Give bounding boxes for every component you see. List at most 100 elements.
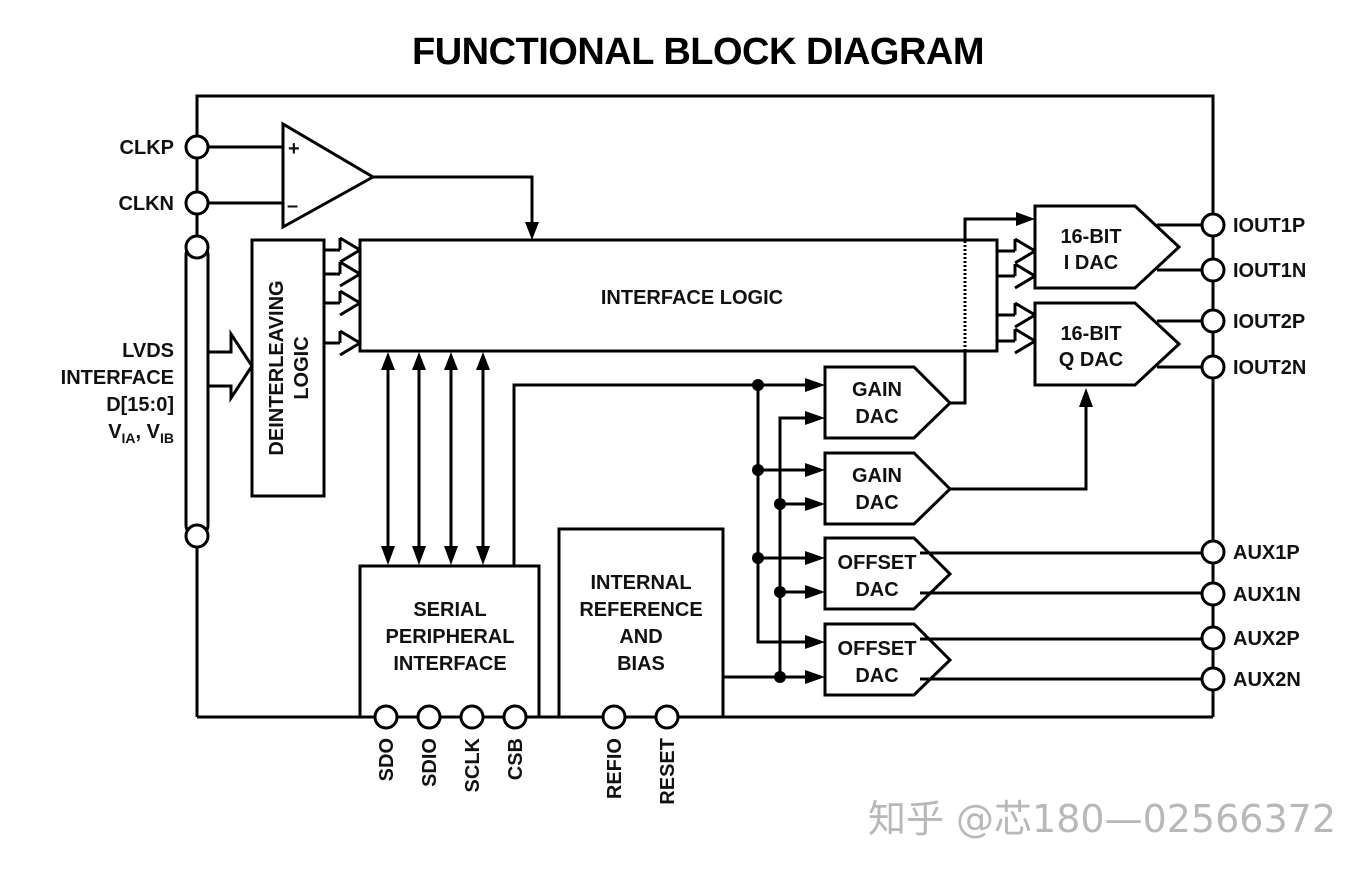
svg-text:INTERNAL: INTERNAL bbox=[590, 572, 691, 594]
pin-label: AUX2N bbox=[1233, 669, 1301, 691]
pin-label: IOUT2P bbox=[1233, 311, 1305, 333]
serial-peripheral-interface-block: SERIAL PERIPHERAL INTERFACE bbox=[358, 564, 541, 719]
pin-iout1n: IOUT1N bbox=[1200, 257, 1306, 283]
spi-bidir-arrow-4 bbox=[476, 352, 490, 565]
svg-text:AND: AND bbox=[619, 626, 662, 648]
pin-label: IOUT1P bbox=[1233, 215, 1305, 237]
svg-text:DAC: DAC bbox=[855, 665, 898, 687]
bus-arrow-right-4 bbox=[997, 327, 1038, 355]
svg-text:INTERFACE LOGIC: INTERFACE LOGIC bbox=[601, 287, 783, 309]
spi-bidir-arrow-3 bbox=[444, 352, 458, 565]
interface-to-dac-arrows bbox=[997, 237, 1038, 355]
gain-dac-1-block: GAIN DAC bbox=[823, 365, 953, 440]
pin-csb: CSB bbox=[502, 704, 528, 780]
offset-dac-output-lines bbox=[920, 551, 1202, 681]
control-arrowheads bbox=[805, 378, 825, 684]
svg-text:GAIN: GAIN bbox=[852, 379, 902, 401]
pin-sdio: SDIO bbox=[416, 704, 442, 787]
bus-arrow-left-3 bbox=[324, 289, 363, 317]
pin-label-clkn: CLKN bbox=[118, 193, 174, 215]
svg-text:REFERENCE: REFERENCE bbox=[579, 599, 702, 621]
bus-arrow-right-2 bbox=[997, 262, 1038, 290]
pin-iout2p: IOUT2P bbox=[1200, 308, 1305, 334]
pin-label: IOUT1N bbox=[1233, 260, 1306, 282]
spi-interface-bidirectional-arrows bbox=[381, 352, 490, 565]
pin-label: CSB bbox=[505, 738, 527, 780]
control-arrowhead bbox=[805, 551, 825, 565]
pin-iout2n: IOUT2N bbox=[1200, 354, 1306, 380]
i-dac-block: 16-BIT I DAC bbox=[1033, 204, 1182, 290]
lvds-bus bbox=[184, 234, 254, 549]
pin-label: RESET bbox=[657, 738, 679, 805]
bus-arrow-left-4 bbox=[324, 329, 363, 357]
pin-iout1p: IOUT1P bbox=[1200, 212, 1305, 238]
spi-bidir-arrow-1 bbox=[381, 352, 395, 565]
svg-text:DAC: DAC bbox=[855, 492, 898, 514]
right-pins: IOUT1P IOUT1N IOUT2P IOUT2N AUX1P AUX1N AUX2P A… bbox=[1200, 212, 1306, 692]
pin-label: SDIO bbox=[419, 738, 441, 787]
svg-text:OFFSET: OFFSET bbox=[838, 552, 917, 574]
lvds-label: LVDS INTERFACE D[15:0] VIA, VIB bbox=[61, 340, 174, 446]
pin-refio: REFIO bbox=[601, 704, 627, 799]
control-arrowhead bbox=[805, 411, 825, 425]
svg-text:16-BIT: 16-BIT bbox=[1060, 226, 1121, 248]
svg-text:DAC: DAC bbox=[855, 406, 898, 428]
pin-label-clkp: CLKP bbox=[120, 137, 174, 159]
pin-reset: RESET bbox=[654, 704, 680, 805]
pin-lvds-top bbox=[184, 234, 210, 260]
bus-arrow-right-3 bbox=[997, 301, 1038, 329]
svg-text:16-BIT: 16-BIT bbox=[1060, 323, 1121, 345]
control-arrowhead bbox=[805, 378, 825, 392]
svg-text:Q DAC: Q DAC bbox=[1059, 349, 1123, 371]
lvds-vref-label: VIA, VIB bbox=[108, 421, 174, 446]
control-arrowhead bbox=[805, 635, 825, 649]
bus-arrow-left-1 bbox=[324, 236, 363, 264]
pin-label: REFIO bbox=[604, 738, 626, 799]
svg-text:OFFSET: OFFSET bbox=[838, 638, 917, 660]
control-arrowhead bbox=[805, 497, 825, 511]
control-arrowhead bbox=[805, 463, 825, 477]
clock-comparator: + – bbox=[208, 121, 539, 240]
diagram-title: FUNCTIONAL BLOCK DIAGRAM bbox=[412, 31, 984, 73]
offset-dac-1-block: OFFSET DAC bbox=[823, 536, 953, 611]
svg-text:LVDS: LVDS bbox=[122, 340, 174, 362]
pin-aux2p: AUX2P bbox=[1200, 625, 1300, 651]
pin-clkn bbox=[184, 190, 210, 216]
bottom-pins: SDO SDIO SCLK CSB REFIO RESET bbox=[373, 704, 680, 805]
pin-aux1p: AUX1P bbox=[1200, 539, 1300, 565]
lvds-bus-arrow bbox=[206, 328, 254, 404]
svg-text:DEINTERLEAVING: DEINTERLEAVING bbox=[266, 280, 288, 455]
pin-label: AUX1P bbox=[1233, 542, 1300, 564]
gain-to-idac-path bbox=[950, 212, 1035, 405]
deinterleaving-logic-block: DEINTERLEAVING LOGIC bbox=[250, 238, 326, 498]
svg-text:SERIAL: SERIAL bbox=[413, 599, 486, 621]
control-wiring bbox=[512, 379, 807, 683]
svg-text:DAC: DAC bbox=[855, 579, 898, 601]
pin-label: SCLK bbox=[462, 737, 484, 792]
svg-text:I DAC: I DAC bbox=[1064, 252, 1118, 274]
pin-lvds-bottom bbox=[184, 523, 210, 549]
pin-clkp bbox=[184, 134, 210, 160]
interface-logic-block: INTERFACE LOGIC bbox=[358, 238, 999, 353]
pin-label: IOUT2N bbox=[1233, 357, 1306, 379]
offset-dac-2-block: OFFSET DAC bbox=[823, 622, 953, 697]
comparator-plus: + bbox=[288, 138, 300, 160]
comparator-minus: – bbox=[287, 195, 298, 217]
gain2-to-qdac-path bbox=[950, 388, 1093, 491]
deinterleave-to-interface-arrows bbox=[324, 236, 363, 357]
svg-text:BIAS: BIAS bbox=[617, 653, 665, 675]
bus-arrow-left-2 bbox=[324, 260, 363, 288]
pin-label: AUX2P bbox=[1233, 628, 1300, 650]
pin-label: SDO bbox=[376, 738, 398, 781]
svg-text:INTERFACE: INTERFACE bbox=[393, 653, 506, 675]
svg-text:GAIN: GAIN bbox=[852, 465, 902, 487]
internal-reference-bias-block: INTERNAL REFERENCE AND BIAS bbox=[557, 527, 725, 719]
watermark: 知乎 @芯180—02566372 bbox=[868, 797, 1336, 841]
control-arrowhead bbox=[805, 670, 825, 684]
spi-bidir-arrow-2 bbox=[412, 352, 426, 565]
pin-aux2n: AUX2N bbox=[1200, 666, 1301, 692]
pin-sclk: SCLK bbox=[459, 704, 485, 792]
pin-label: AUX1N bbox=[1233, 584, 1301, 606]
control-arrowhead bbox=[805, 585, 825, 599]
